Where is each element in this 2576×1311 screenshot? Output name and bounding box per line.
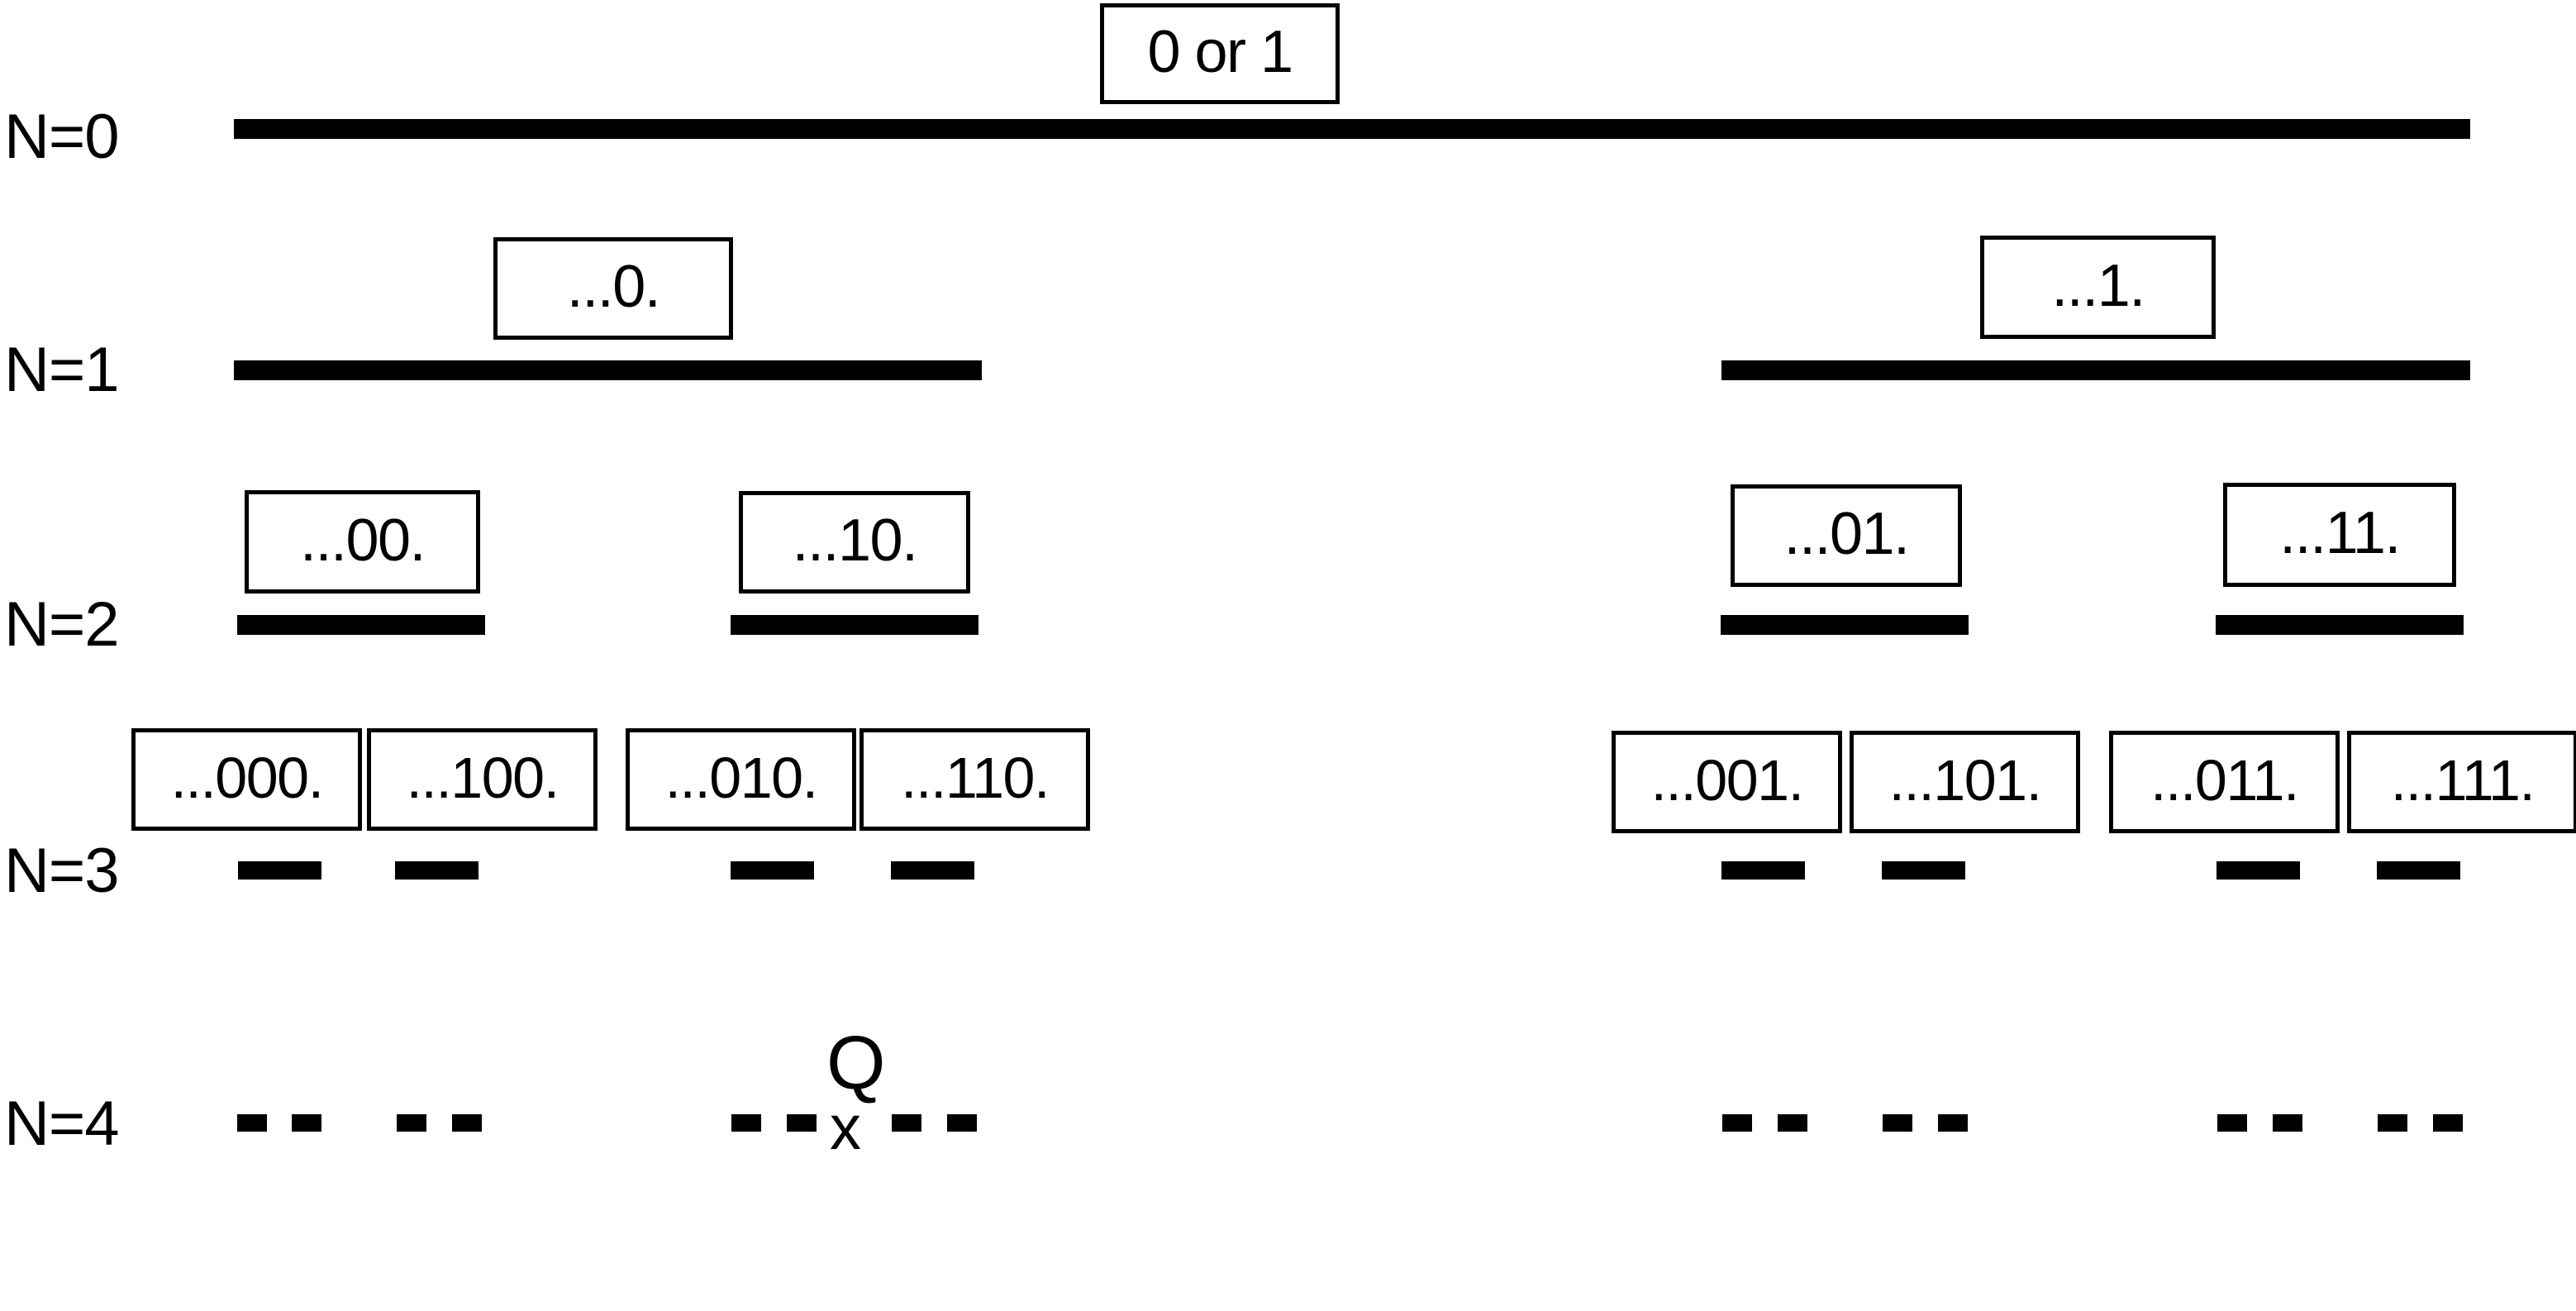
dash-1011: [2273, 1114, 2302, 1132]
dash-0000: [237, 1114, 267, 1132]
tag-0: ...0.: [493, 237, 733, 340]
tag-11: ...11.: [2223, 483, 2456, 587]
interval-000: [238, 861, 321, 880]
tag-011-text: ...011.: [2150, 748, 2299, 813]
interval-001: [1721, 861, 1805, 880]
interval-00: [237, 615, 485, 635]
tag-111-text: ...111.: [2390, 748, 2536, 813]
tag-01: ...01.: [1731, 484, 1962, 587]
row-label-n4: N=4: [4, 1089, 120, 1159]
interval-n0: [234, 119, 2470, 139]
tag-101: ...101.: [1850, 731, 2080, 833]
tag-001: ...001.: [1612, 731, 1842, 833]
tag-010-text: ...010.: [664, 746, 818, 810]
tag-0-or-1-text: 0 or 1: [1147, 19, 1293, 85]
tag-00: ...00.: [245, 490, 480, 594]
tag-111: ...111.: [2347, 731, 2576, 833]
tag-101-text: ...101.: [1888, 748, 2042, 813]
dash-1111: [2433, 1114, 2463, 1132]
row-label-n1: N=1: [4, 335, 120, 405]
tag-100-text: ...100.: [406, 746, 559, 810]
dash-1000: [292, 1114, 321, 1132]
tag-0-or-1: 0 or 1: [1100, 3, 1340, 104]
tag-1: ...1.: [1980, 236, 2216, 339]
tag-100: ...100.: [367, 728, 598, 831]
interval-10: [731, 615, 978, 635]
tag-10: ...10.: [739, 491, 970, 594]
tag-010: ...010.: [626, 728, 856, 831]
tag-01-text: ...01.: [1783, 501, 1910, 567]
tag-00-text: ...00.: [299, 507, 426, 574]
dash-1101: [1938, 1114, 1968, 1132]
dash-0011: [2217, 1114, 2247, 1132]
dash-1100: [452, 1114, 482, 1132]
tag-001-text: ...001.: [1650, 748, 1804, 813]
dash-0001: [1722, 1114, 1752, 1132]
tag-0-text: ...0.: [566, 254, 661, 320]
interval-1: [1721, 360, 2470, 380]
dash-0110: [892, 1114, 921, 1132]
interval-0: [234, 360, 982, 380]
dash-0100: [397, 1114, 426, 1132]
tag-1-text: ...1.: [2051, 252, 2145, 319]
dash-0111: [2378, 1114, 2407, 1132]
row-label-n0: N=0: [4, 102, 120, 172]
interval-010: [731, 861, 814, 880]
dash-1110: [947, 1114, 977, 1132]
interval-110: [891, 861, 974, 880]
tag-11-text: ...11.: [2279, 500, 2401, 566]
interval-111: [2377, 861, 2460, 880]
marker-q-label: Q: [826, 1021, 886, 1105]
interval-11: [2216, 615, 2464, 635]
dash-1010: [787, 1114, 817, 1132]
row-label-n2: N=2: [4, 589, 120, 660]
tag-011: ...011.: [2109, 731, 2340, 833]
marker-x-point: x: [830, 1093, 861, 1163]
interval-01: [1721, 615, 1969, 635]
dash-0010: [731, 1114, 761, 1132]
tag-10-text: ...10.: [792, 508, 918, 574]
tag-110-text: ...110.: [901, 746, 1050, 810]
row-label-n3: N=3: [4, 836, 120, 906]
dash-0101: [1883, 1114, 1912, 1132]
interval-101: [1882, 861, 1965, 880]
tag-000: ...000.: [131, 728, 362, 831]
dash-1001: [1778, 1114, 1807, 1132]
interval-011: [2217, 861, 2300, 880]
tag-000-text: ...000.: [170, 746, 324, 810]
interval-100: [395, 861, 479, 880]
tag-110: ...110.: [859, 728, 1090, 831]
